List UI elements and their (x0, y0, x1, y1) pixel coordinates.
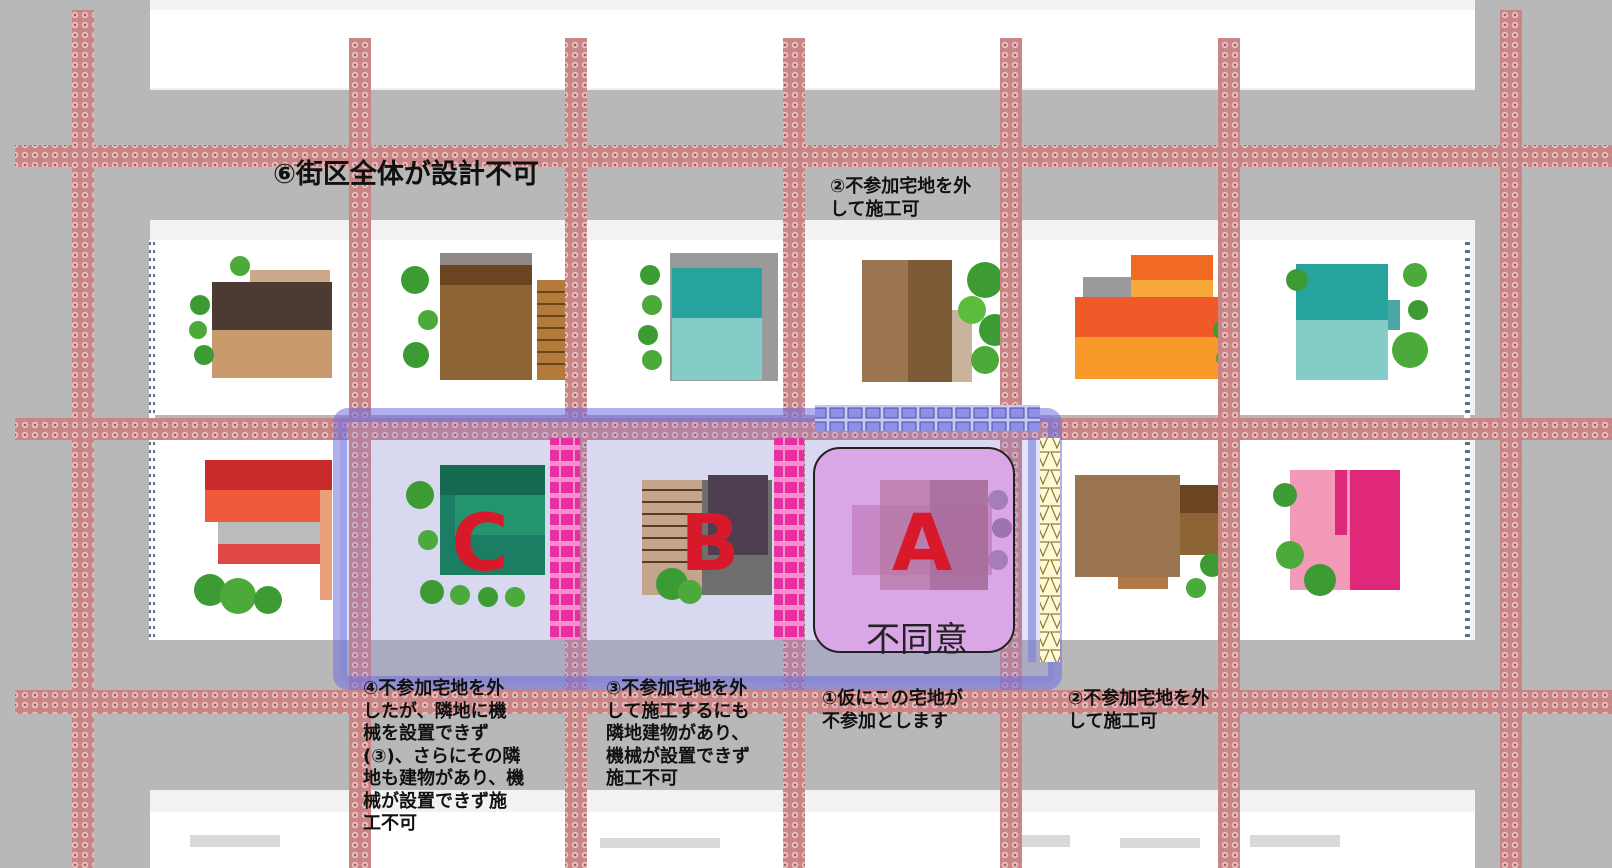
house-lot-b (642, 438, 804, 640)
lot-a-area (813, 447, 1015, 653)
lot-b-note: ③不参加宅地を外 して施工するにも 隣地建物があり、 機械が設置できず 施工不可 (606, 678, 750, 789)
whole-block-note: ⑥街区全体が設計不可 (273, 159, 539, 190)
upper-lots (150, 240, 1470, 415)
house-lower-1 (194, 460, 332, 614)
lot-c-note: ④不参加宅地を外 したが、隣地に機 械を設置できず (③)、さらにその隣 地も建… (363, 678, 525, 834)
lot-c-label: C (451, 499, 509, 589)
upper-lot-note: ②不参加宅地を外 して施工可 (830, 176, 972, 220)
house-upper-3 (638, 253, 778, 381)
lot-a-note: ①仮にこの宅地が 不参加とします (822, 688, 963, 732)
house-lot-c (406, 438, 580, 640)
lot-a-label: A (891, 499, 953, 589)
lot-a-status: 不同意 (866, 620, 968, 660)
lot-b-label: B (680, 499, 740, 589)
house-upper-4 (862, 260, 1011, 382)
house-upper-6 (1286, 263, 1428, 380)
house-upper-2 (401, 253, 565, 380)
house-upper-1 (189, 256, 332, 378)
pipes (15, 10, 1612, 868)
right-lot-note: ②不参加宅地を外 して施工可 (1068, 688, 1210, 732)
house-lower-6 (1273, 470, 1400, 596)
